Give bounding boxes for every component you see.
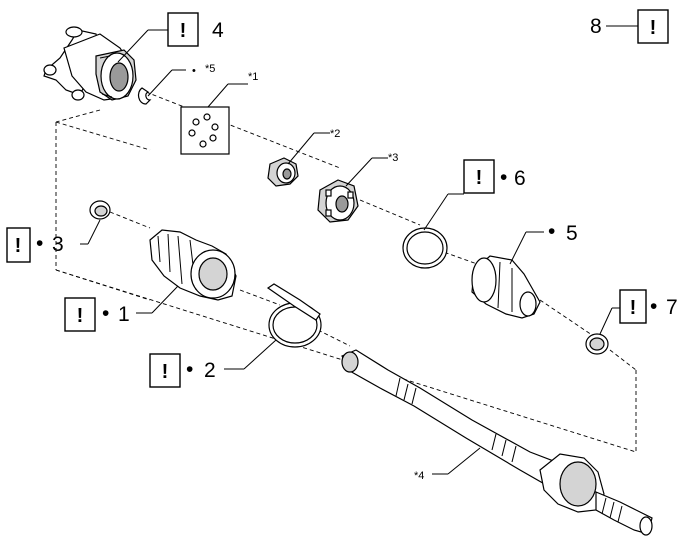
callout-3-number: 3 [52, 233, 64, 256]
exclamation-box-icon [64, 297, 96, 332]
exclamation-box-icon [637, 9, 669, 44]
leader-lines [80, 29, 620, 475]
note-3-label: *3 [388, 152, 398, 164]
callout-4: ! 4 [167, 12, 224, 47]
callout-7-number: 7 [666, 296, 678, 319]
note-1-label: *1 [248, 71, 258, 83]
exclamation-box-icon [619, 289, 647, 324]
callout-5-number: 5 [566, 222, 578, 245]
snap-ring-left [89, 200, 111, 220]
exclamation-box-icon [463, 159, 495, 194]
callout-5-bullet: • [548, 220, 555, 243]
callout-7: ! • 7 [619, 289, 678, 324]
callout-6: ! • 6 [463, 159, 526, 194]
exclamation-box-icon [167, 12, 199, 47]
callout-2: ! • 2 [149, 353, 216, 388]
inner-race [267, 157, 299, 187]
boundary-dashed-lines [55, 91, 637, 453]
snap-ring-right [585, 333, 609, 355]
callout-6-mark: ! [476, 167, 483, 189]
note-5: • *5 [192, 63, 215, 77]
callout-2-mark: ! [162, 361, 169, 383]
inboard-joint-boot [471, 255, 541, 319]
callout-2-number: 2 [204, 359, 216, 382]
callout-8-number: 8 [590, 15, 602, 38]
outboard-joint-housing [43, 26, 137, 101]
callout-1-number: 1 [118, 303, 130, 326]
callout-5: • 5 [548, 220, 578, 245]
callout-1: ! • 1 [64, 297, 130, 332]
exclamation-box-icon [6, 227, 31, 263]
callout-8: 8 ! [590, 9, 669, 44]
callout-8-mark: ! [650, 17, 657, 39]
callout-3-bullet: • [36, 232, 43, 255]
exclamation-box-icon [149, 353, 181, 388]
note-4-label: *4 [414, 470, 424, 482]
note-5-bullet: • [192, 65, 196, 77]
ball-cage [317, 179, 359, 223]
outboard-joint-boot [149, 229, 237, 301]
callout-4-number: 4 [212, 19, 224, 42]
callout-7-mark: ! [630, 297, 637, 319]
note-5-label: *5 [205, 63, 215, 75]
callout-7-bullet: • [650, 295, 657, 318]
inboard-boot-clamp [402, 227, 448, 269]
callout-2-bullet: • [186, 358, 193, 381]
callout-3-mark: ! [15, 235, 22, 257]
boot-clamp [266, 283, 322, 348]
callout-1-bullet: • [102, 302, 109, 325]
snap-ring-small [137, 87, 152, 105]
drive-shaft [341, 349, 653, 536]
note-2-label: *2 [330, 128, 340, 140]
callout-6-number: 6 [514, 167, 526, 190]
callout-1-mark: ! [77, 305, 84, 327]
callout-4-mark: ! [180, 20, 187, 42]
callout-3: ! • 3 [6, 227, 64, 263]
callout-6-bullet: • [500, 166, 507, 189]
ball-set-box [180, 106, 230, 155]
